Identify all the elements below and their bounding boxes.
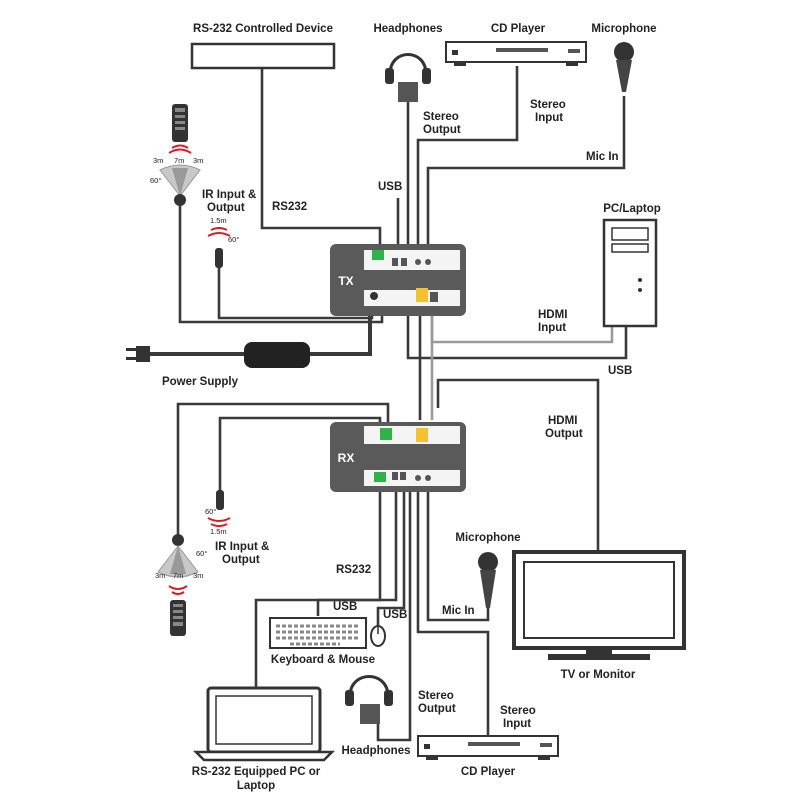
tx-terminal-block bbox=[372, 250, 384, 260]
usb-top-label: USB bbox=[378, 181, 402, 193]
stereo-output-top-label-1: Stereo bbox=[423, 111, 459, 123]
ir-receiver-bottom-eye-icon bbox=[172, 534, 184, 546]
rx-unit: RX bbox=[330, 422, 466, 492]
microphone-top-label: Microphone bbox=[591, 23, 656, 35]
ir-dist-left-bottom: 3m bbox=[155, 571, 165, 580]
cd-player-top: CD Player bbox=[445, 23, 587, 66]
desktop-tower-icon bbox=[602, 218, 658, 328]
headphones-icon bbox=[385, 53, 431, 102]
cd-player-icon bbox=[445, 41, 587, 66]
tv-monitor: TV or Monitor bbox=[512, 550, 686, 681]
rs232-top-label: RS232 bbox=[272, 201, 307, 213]
rx-terminal-block-bottom bbox=[374, 472, 386, 482]
ir-emitter-dist-bottom: 1.5m bbox=[210, 527, 227, 536]
hdmi-input-label-2: Input bbox=[538, 322, 566, 334]
ir-dist-right-top: 3m bbox=[193, 156, 203, 165]
stereo-output-bottom-label-1: Stereo bbox=[418, 690, 454, 702]
ir-receiver-bottom: 60° 3m 7m 3m bbox=[155, 534, 207, 636]
microphone-bottom-icon bbox=[478, 552, 498, 608]
rx-hdmi-connector bbox=[416, 428, 428, 442]
stereo-input-bottom-label-2: Input bbox=[503, 718, 531, 730]
tx-label: TX bbox=[338, 274, 353, 288]
microphone-bottom-label: Microphone bbox=[455, 532, 520, 544]
remote-control-icon bbox=[172, 104, 188, 142]
ir-emitter-angle-bottom: 60° bbox=[205, 507, 216, 516]
ir-emitter-dist-top: 1.5m bbox=[210, 216, 227, 225]
rs232-device-label: RS-232 Controlled Device bbox=[193, 23, 333, 35]
headphones-top: Headphones bbox=[373, 23, 443, 102]
mic-in-bottom-label: Mic In bbox=[442, 605, 475, 617]
headphones-bottom-label: Headphones bbox=[341, 745, 410, 757]
ir-emitter-icon bbox=[215, 248, 223, 268]
cd-player-bottom-icon bbox=[417, 735, 559, 760]
cables bbox=[150, 66, 628, 742]
ir-top-label-2: Output bbox=[207, 202, 245, 214]
hdmi-output-label-2: Output bbox=[545, 428, 583, 440]
power-adapter-icon bbox=[244, 342, 310, 368]
microphone-bottom: Microphone bbox=[455, 532, 521, 608]
rx-terminal-block-top bbox=[380, 428, 392, 440]
keyboard-mouse-label: Keyboard & Mouse bbox=[271, 654, 375, 666]
tx-unit: TX bbox=[330, 244, 466, 316]
headphones-bottom: Headphones bbox=[341, 675, 411, 757]
cd-player-top-label: CD Player bbox=[491, 23, 546, 35]
stereo-output-bottom-label-2: Output bbox=[418, 703, 456, 715]
headphones-bottom-icon bbox=[345, 675, 393, 724]
usb-keyboard-label: USB bbox=[333, 601, 357, 613]
keyboard-and-mouse: Keyboard & Mouse bbox=[269, 617, 386, 666]
stereo-input-bottom-label-1: Stereo bbox=[500, 705, 536, 717]
ir-dist-left-top: 3m bbox=[153, 156, 163, 165]
ir-dist-right-bottom: 3m bbox=[193, 571, 203, 580]
keyboard-icon bbox=[269, 617, 367, 649]
rs232-laptop: RS-232 Equipped PC or Laptop bbox=[192, 686, 336, 792]
tv-monitor-label: TV or Monitor bbox=[561, 669, 636, 681]
ir-bottom-label-2: Output bbox=[222, 554, 260, 566]
ir-top-label-1: IR Input & bbox=[202, 189, 256, 201]
rs232-controlled-device: RS-232 Controlled Device bbox=[190, 23, 336, 70]
tx-hdmi-connector bbox=[416, 288, 428, 302]
ir-bottom-label-1: IR Input & bbox=[215, 541, 269, 553]
cd-player-bottom-label: CD Player bbox=[461, 766, 516, 778]
mouse-icon bbox=[370, 625, 386, 647]
usb-mouse-label: USB bbox=[383, 609, 407, 621]
rs232-pc-label-2: Laptop bbox=[237, 780, 275, 792]
ir-angle-top: 60° bbox=[150, 176, 161, 185]
ir-receiver-eye-icon bbox=[174, 194, 186, 206]
power-supply: Power Supply bbox=[126, 342, 310, 388]
ir-dist-center-top: 7m bbox=[174, 156, 184, 165]
power-plug-icon bbox=[126, 346, 150, 362]
pc-tower: PC/Laptop bbox=[602, 203, 661, 328]
ir-receiver-top: 3m 7m 3m 60° bbox=[150, 104, 203, 206]
mic-in-top-label: Mic In bbox=[586, 151, 619, 163]
stereo-input-top-label-1: Stereo bbox=[530, 99, 566, 111]
ir-emitter-bottom: 60° 1.5m IR Input & Output bbox=[205, 490, 269, 566]
stereo-output-top-label-2: Output bbox=[423, 124, 461, 136]
pc-laptop-label: PC/Laptop bbox=[603, 203, 661, 215]
headphones-top-label: Headphones bbox=[373, 23, 442, 35]
monitor-icon bbox=[512, 550, 686, 660]
ir-emitter-top: IR Input & Output 1.5m 60° bbox=[202, 189, 256, 268]
remote-control-bottom-icon bbox=[170, 600, 186, 636]
usb-pc-label: USB bbox=[608, 365, 632, 377]
microphone-top: Microphone bbox=[591, 23, 657, 92]
ir-angle-bottom: 60° bbox=[196, 549, 207, 558]
ir-emitter-angle-top: 60° bbox=[228, 235, 239, 244]
rs232-pc-label-1: RS-232 Equipped PC or bbox=[192, 766, 321, 778]
stereo-input-top-label-2: Input bbox=[535, 112, 563, 124]
laptop-icon bbox=[192, 686, 336, 762]
ir-dist-center-bottom: 7m bbox=[173, 571, 183, 580]
rs232-bottom-label: RS232 bbox=[336, 564, 371, 576]
cd-player-bottom: CD Player bbox=[417, 735, 559, 778]
power-supply-label: Power Supply bbox=[162, 376, 239, 388]
rx-label: RX bbox=[338, 451, 355, 465]
hdmi-input-label-1: HDMI bbox=[538, 309, 567, 321]
microphone-icon bbox=[614, 42, 634, 92]
ir-emitter-bottom-icon bbox=[216, 490, 224, 510]
hdmi-output-label-1: HDMI bbox=[548, 415, 577, 427]
